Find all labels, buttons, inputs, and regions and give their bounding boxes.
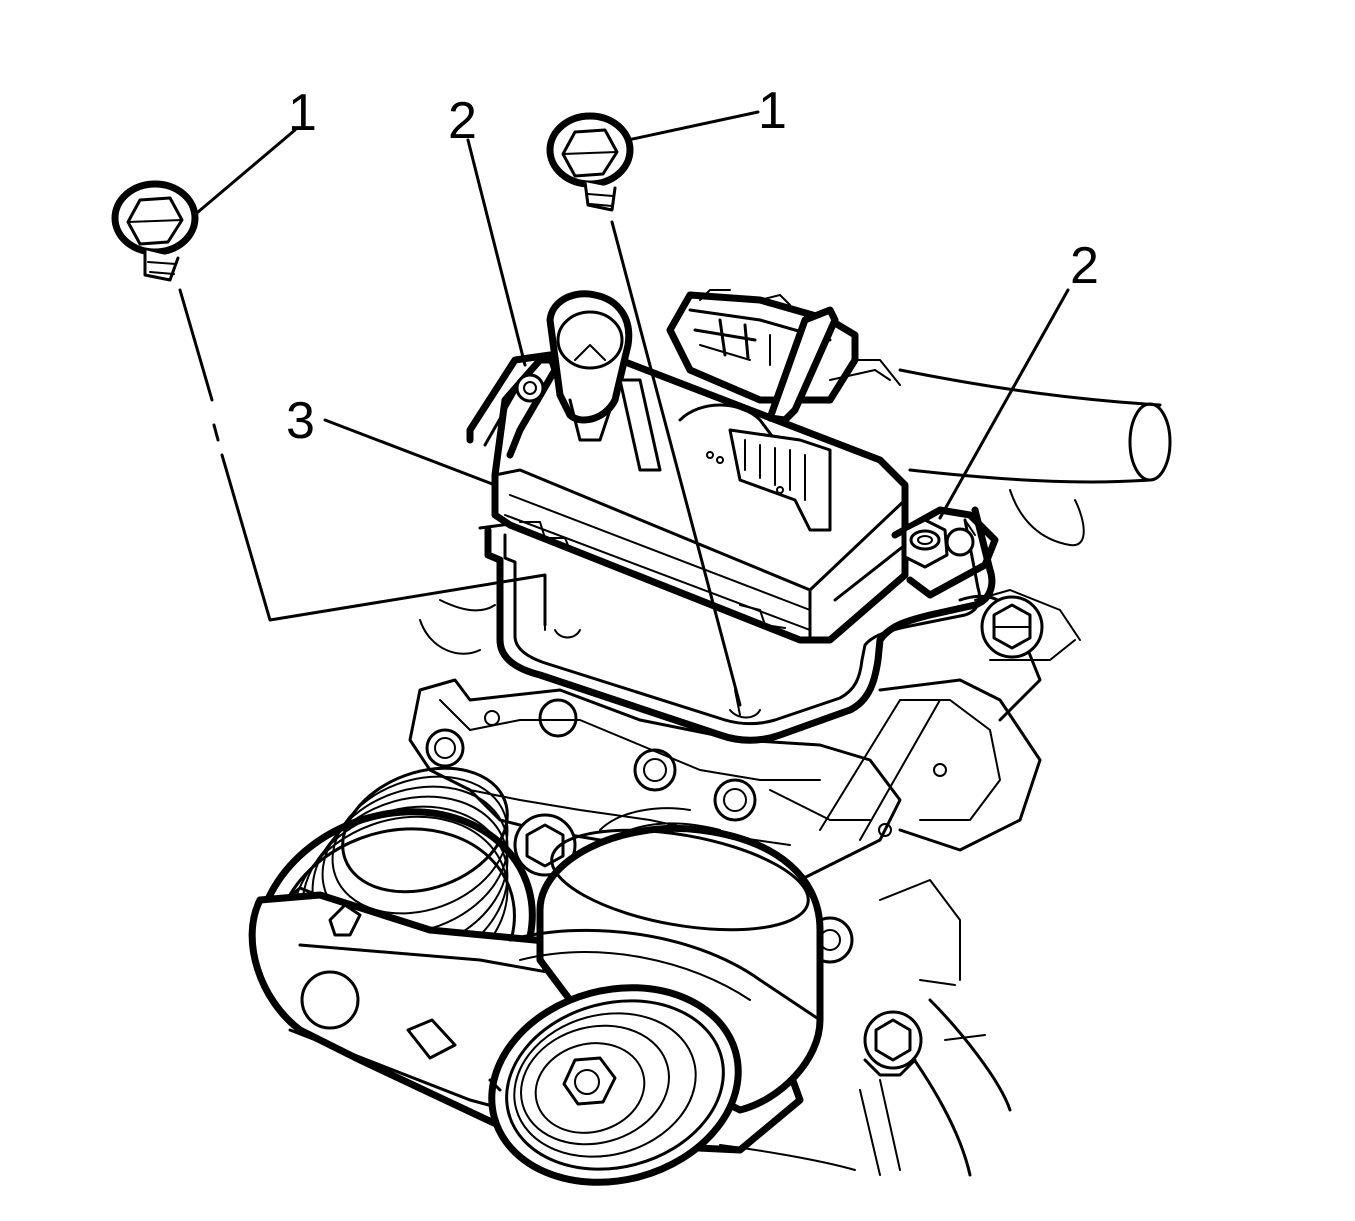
bolt-right xyxy=(546,112,634,212)
idler-pulley xyxy=(488,984,856,1186)
callout-bolt-left: 1 xyxy=(288,84,317,142)
control-module xyxy=(466,289,999,644)
bracket-bolt-lower-right xyxy=(863,1010,923,1077)
callout-module: 3 xyxy=(286,392,315,450)
bolt-left xyxy=(111,180,199,282)
nut-right xyxy=(903,518,949,569)
callout-labels: 1 2 1 2 3 xyxy=(286,82,1099,450)
bracket-bolt-right xyxy=(980,595,1044,659)
callout-nut-right: 2 xyxy=(1070,237,1099,295)
leader-lines xyxy=(178,110,1070,707)
callout-nut-left: 2 xyxy=(448,92,477,150)
callout-bolt-right: 1 xyxy=(758,82,787,140)
bracket-bolt-lower-left xyxy=(513,813,577,877)
